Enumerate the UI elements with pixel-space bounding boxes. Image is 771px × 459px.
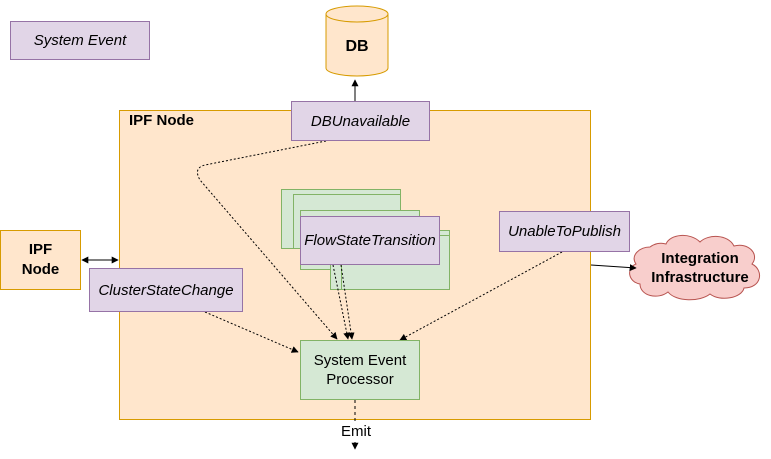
- ipf-node-container-label: IPF Node: [129, 112, 195, 129]
- integration-cloud: [629, 235, 760, 301]
- integration-label: Integration Infrastructure: [651, 250, 749, 286]
- arrow-db-unavailable-to-processor: [196, 140, 338, 340]
- legend-label: System Event: [33, 32, 127, 49]
- event-db-unavailable-label: DBUnavailable: [310, 112, 411, 130]
- system-event-processor-label: System Event Processor: [313, 352, 407, 388]
- arrow-to-integration: [590, 264, 637, 272]
- event-unable-to-publish-label: UnableToPublish: [508, 223, 621, 240]
- event-unable-to-publish: UnableToPublish: [499, 211, 630, 252]
- arrow-flow-to-processor-2: [340, 264, 355, 340]
- arrow-unable-to-processor: [399, 251, 563, 341]
- event-flow-state-transition: FlowStateTransition: [300, 216, 440, 265]
- db-cylinder: [325, 5, 389, 77]
- db-label: DB: [345, 38, 369, 55]
- arrow-flow-to-processor-1: [332, 264, 351, 340]
- event-cluster-state-change: ClusterStateChange: [89, 268, 243, 312]
- system-event-processor: System Event Processor: [300, 340, 420, 400]
- legend-system-event: System Event: [10, 21, 150, 60]
- arrow-cluster-to-processor: [204, 311, 299, 353]
- ipf-node-external: IPF Node: [0, 230, 81, 290]
- event-cluster-state-change-label: ClusterStateChange: [98, 281, 234, 299]
- event-db-unavailable: DBUnavailable: [291, 101, 430, 141]
- event-flow-state-transition-label: FlowStateTransition: [304, 232, 436, 249]
- emit-label: Emit: [340, 423, 372, 440]
- ipf-node-external-label: IPF Node: [21, 241, 60, 278]
